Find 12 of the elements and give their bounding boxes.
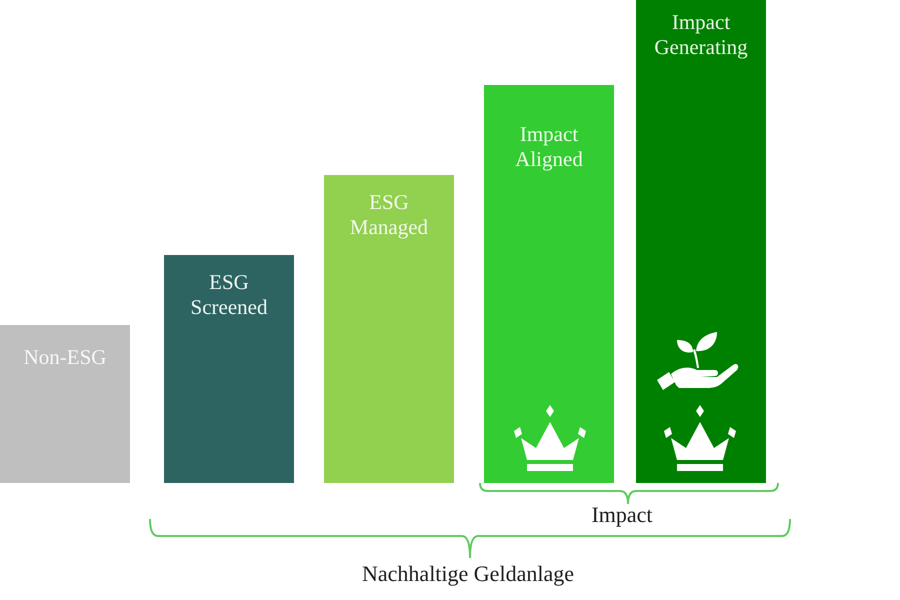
bar-label: ESG Managed xyxy=(348,190,430,240)
bar-label: Impact Aligned xyxy=(514,122,584,172)
step-bar xyxy=(0,325,130,483)
bar-label: Impact Generating xyxy=(653,10,749,60)
bracket-label: Nachhaltige Geldanlage xyxy=(362,561,574,587)
step-bar xyxy=(324,175,454,483)
step-bar xyxy=(484,85,614,483)
bar-label: Non-ESG xyxy=(24,345,106,370)
bracket-label: Impact xyxy=(591,502,653,528)
bar-label: ESG Screened xyxy=(190,270,268,320)
step-bar xyxy=(636,0,766,483)
step-bar xyxy=(164,255,294,483)
